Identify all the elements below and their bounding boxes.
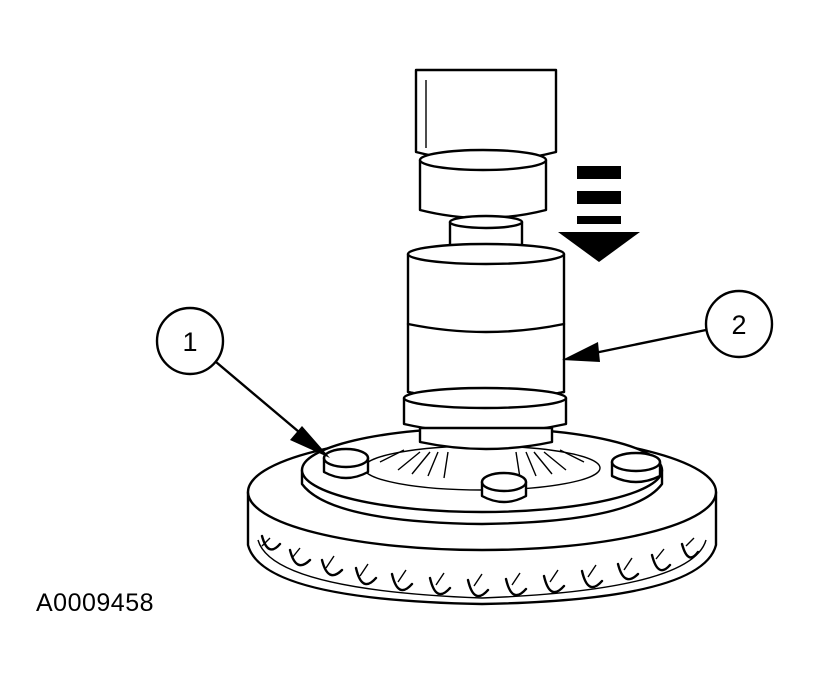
bearing-rollers xyxy=(379,449,585,479)
figure-id: A0009458 xyxy=(36,589,155,617)
press-direction-arrow xyxy=(558,166,640,262)
bolt-left xyxy=(322,447,370,480)
gear-teeth xyxy=(257,534,707,599)
callout-1-label: 1 xyxy=(182,327,197,357)
bolt-front xyxy=(480,471,528,504)
callout-2-label: 2 xyxy=(731,310,746,340)
press-ram xyxy=(414,68,558,257)
callout-2: 2 xyxy=(562,289,774,362)
press-adapter xyxy=(402,242,568,451)
callout-1: 1 xyxy=(155,306,330,458)
bolt-right xyxy=(610,451,662,484)
